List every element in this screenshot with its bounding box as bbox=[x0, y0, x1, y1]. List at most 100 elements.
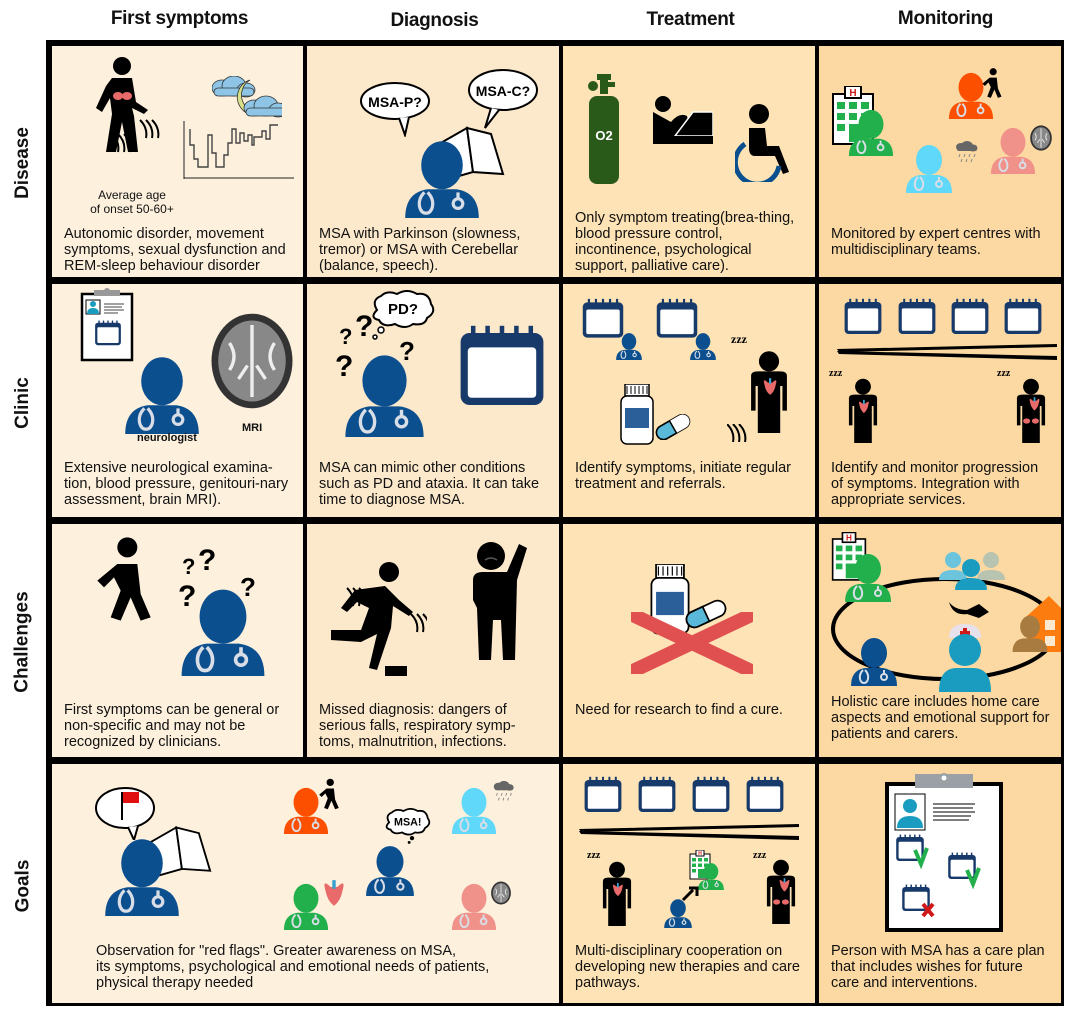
brain-scan-icon bbox=[1029, 124, 1053, 152]
cell-caption: Identify and monitor progression of symp… bbox=[831, 460, 1039, 508]
cell-caption: MSA can mimic other conditions such as P… bbox=[319, 460, 540, 508]
svg-text:MSA!: MSA! bbox=[394, 816, 421, 828]
patient-icon bbox=[602, 861, 632, 926]
brain-scan-icon bbox=[490, 881, 512, 905]
cell-caption: Missed diagnosis: dangers of serious fal… bbox=[319, 702, 516, 750]
column-header-monitoring: Monitoring bbox=[897, 8, 994, 29]
pill-bottle-icon bbox=[620, 384, 654, 445]
doctor-small-icon bbox=[663, 898, 693, 928]
zzz-label: zzz bbox=[997, 368, 1011, 379]
doctor-green-icon bbox=[844, 553, 892, 602]
cell-challenges-treatment: Need for research to find a cure. bbox=[563, 524, 815, 757]
doctor-small-icon bbox=[689, 332, 717, 360]
family-icon bbox=[939, 552, 1005, 590]
calendar-icon bbox=[843, 298, 883, 335]
cell-disease-monitoring: Monitored by expert centres with multidi… bbox=[819, 46, 1061, 277]
patient-heart-icon bbox=[751, 351, 787, 433]
column-header-treatment: Treatment bbox=[646, 9, 735, 30]
neurologist-label: neurologist bbox=[137, 432, 197, 444]
doctor-lightblue-icon bbox=[905, 144, 953, 193]
calendar-icon bbox=[691, 776, 731, 813]
cell-disease-diagnosis: MSA-P? MSA-C? MSA with Parkinson (slowne… bbox=[307, 46, 559, 277]
patient-icon bbox=[848, 378, 878, 443]
mri-label: MRI bbox=[242, 422, 263, 434]
red-x-icon bbox=[631, 612, 753, 674]
cell-caption: Only symptom treating(brea-thing, blood … bbox=[575, 210, 795, 274]
cell-caption: Person with MSA has a care plan that inc… bbox=[831, 943, 1045, 991]
sleep-hypnogram-icon bbox=[183, 121, 294, 179]
doctor-green-icon bbox=[847, 108, 895, 156]
capsule-icon bbox=[685, 599, 727, 629]
cell-clinic-treatment: zzz Identify symptoms, initiate regular … bbox=[563, 284, 815, 517]
progression-wedge-icon bbox=[837, 344, 1057, 360]
cell-goals-treatment: zzz zzz Multi-disciplinary cooperation o… bbox=[563, 764, 815, 1003]
cell-caption: Identify symptoms, initiate regular trea… bbox=[575, 460, 791, 492]
capsule-icon bbox=[655, 414, 691, 440]
cell-caption: Holistic care includes home care aspects… bbox=[831, 694, 1050, 742]
confused-person-icon bbox=[473, 542, 527, 660]
doctor-confused-icon bbox=[343, 353, 426, 437]
zzz-label: zzz bbox=[587, 850, 601, 861]
doctor-icon bbox=[850, 637, 898, 686]
cell-challenges-first-symptoms: ? ? ? ? First symptoms can be general or… bbox=[52, 524, 303, 757]
doctor-green-icon bbox=[697, 862, 725, 890]
hand-icon bbox=[949, 602, 989, 618]
progression-wedge-icon bbox=[579, 824, 799, 840]
cell-clinic-diagnosis: PD? ? ? ? ? MSA can mimic other conditio… bbox=[307, 284, 559, 517]
hospital-bed-icon bbox=[653, 96, 713, 144]
thought-bubble-icon: MSA! bbox=[385, 808, 431, 844]
rain-cloud-icon bbox=[493, 780, 514, 801]
doctor-icon bbox=[103, 837, 181, 918]
oxygen-tank-icon: O2 bbox=[588, 74, 619, 184]
cell-clinic-monitoring: zzz zzz Identify and monitor progression… bbox=[819, 284, 1061, 517]
doctor-small-icon bbox=[615, 332, 643, 360]
calendar-icon bbox=[745, 776, 785, 813]
svg-text:MSA-P?: MSA-P? bbox=[368, 94, 422, 110]
cell-caption: Autonomic disorder, movement symptoms, s… bbox=[64, 226, 286, 274]
calendar-icon bbox=[457, 324, 547, 414]
cell-caption: Need for research to find a cure. bbox=[575, 702, 783, 718]
carer-icon bbox=[1012, 615, 1048, 652]
cell-clinic-first-symptoms: neurologist MRI Extensive neurological e… bbox=[52, 284, 303, 517]
speech-bubble-icon: MSA-C? bbox=[468, 69, 538, 129]
cell-goals-first-and-diagnosis: MSA! Observation for "red flags". Greate… bbox=[52, 764, 559, 1003]
cell-caption: MSA with Parkinson (slowness, tremor) or… bbox=[319, 226, 521, 274]
care-plan-clipboard-icon bbox=[885, 773, 1003, 932]
home-icon bbox=[1027, 596, 1061, 652]
calendar-icon bbox=[1003, 298, 1043, 335]
cell-challenges-monitoring: Holistic care includes home care aspects… bbox=[819, 524, 1061, 757]
cell-disease-first-symptoms: Average age of onset 50-60+ Autonomic di… bbox=[52, 46, 303, 277]
cell-goals-monitoring: Person with MSA has a care plan that inc… bbox=[819, 764, 1061, 1003]
speech-bubble-icon: MSA-P? bbox=[360, 82, 430, 137]
cell-caption: Monitored by expert centres with multidi… bbox=[831, 226, 1041, 258]
cell-challenges-diagnosis: Missed diagnosis: dangers of serious fal… bbox=[307, 524, 559, 757]
row-header-disease: Disease bbox=[12, 127, 33, 199]
calendar-icon bbox=[950, 298, 990, 335]
zzz-label: zzz bbox=[753, 850, 767, 861]
row-header-goals: Goals bbox=[12, 859, 33, 913]
falling-person-icon bbox=[331, 562, 427, 676]
doctor-icon bbox=[403, 139, 481, 218]
cell-caption: First symptoms can be general or non-spe… bbox=[64, 702, 280, 750]
svg-text:PD?: PD? bbox=[388, 301, 418, 318]
heart-icon bbox=[324, 880, 344, 906]
row-header-challenges: Challenges bbox=[12, 591, 33, 693]
nurse-icon bbox=[939, 624, 991, 692]
column-header-first-symptoms: First symptoms bbox=[110, 8, 249, 29]
walking-icon bbox=[982, 68, 1002, 98]
rain-cloud-icon bbox=[956, 141, 978, 163]
patient-advanced-icon bbox=[1016, 378, 1046, 443]
referral-arrow-icon bbox=[681, 886, 699, 902]
red-flag-bubble-icon bbox=[95, 787, 155, 840]
thought-bubble-icon: PD? bbox=[372, 290, 435, 340]
cell-caption: Observation for "red flags". Greater awa… bbox=[96, 943, 490, 991]
patient-advanced-icon bbox=[766, 859, 796, 924]
column-header-diagnosis: Diagnosis bbox=[390, 10, 479, 31]
moon-clouds-icon bbox=[212, 76, 282, 118]
doctor-icon bbox=[123, 355, 201, 434]
zzz-label: zzz bbox=[829, 368, 843, 379]
brain-mri-icon bbox=[209, 312, 295, 410]
svg-text:MSA-C?: MSA-C? bbox=[476, 83, 530, 99]
calendar-icon bbox=[897, 298, 937, 335]
calendar-icon bbox=[583, 776, 623, 813]
